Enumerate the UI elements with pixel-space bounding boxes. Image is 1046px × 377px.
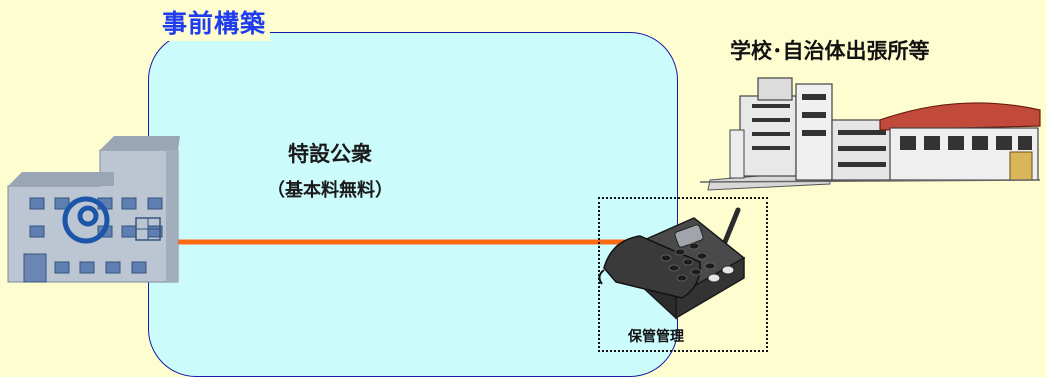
diagram-canvas: 事前構築 特設公衆 （基本料無料） 学校･自治体出張所等 — [7, 7, 1041, 377]
special-public-phone-label: 特設公衆 — [288, 142, 372, 166]
diagram-graphics — [7, 77, 1041, 320]
office-building-icon — [7, 136, 180, 283]
site-title: 学校･自治体出張所等 — [730, 39, 930, 63]
region-title: 事前構築 — [158, 7, 271, 41]
school-building-icon — [699, 77, 1041, 191]
telephone-icon — [598, 207, 746, 320]
storage-label: 保管管理 — [628, 329, 684, 345]
basic-fee-free-label: （基本料無料） — [267, 180, 393, 201]
pre-build-region — [148, 32, 678, 377]
storage-boundary — [598, 197, 768, 352]
